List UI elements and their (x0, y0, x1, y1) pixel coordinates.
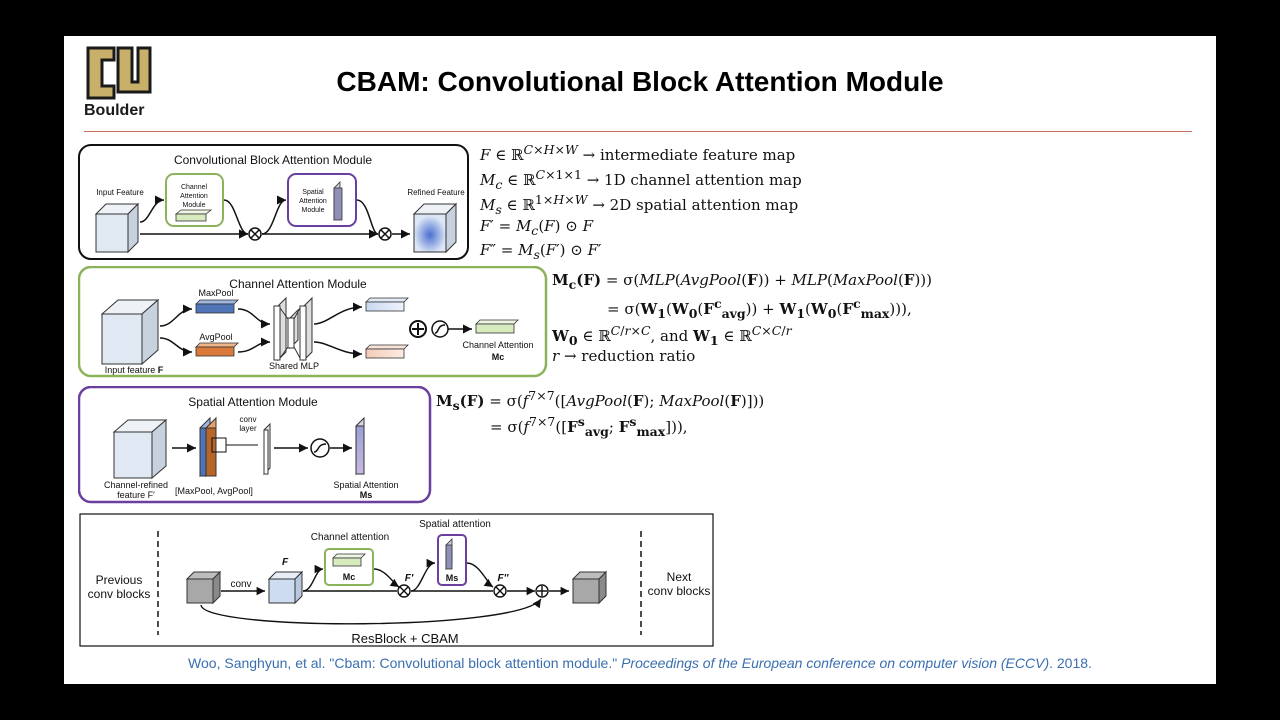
channel-attention-label: Channel attention (311, 532, 389, 543)
fpp-label: F″ (498, 573, 510, 584)
cbam-channel-label-3: Module (183, 202, 206, 209)
fp-label: F′ (405, 573, 414, 584)
channel-attention-bar (174, 209, 213, 222)
cbam-channel-label-1: Channel (181, 184, 208, 191)
output-block-cube (571, 570, 608, 605)
cbam-channel-label-2: Attention (180, 193, 208, 200)
eq-spatial-attention-1: Ms(F) = σ(f7×7([AvgPool(F); MaxPool(F)])… (436, 388, 765, 413)
channel-panel-title: Channel Attention Module (229, 277, 367, 291)
conv-output-slab (263, 422, 271, 476)
input-feature-cube (94, 202, 140, 254)
slide: Boulder CBAM: Convolutional Block Attent… (64, 36, 1216, 684)
citation: Woo, Sanghyun, et al. "Cbam: Convolution… (64, 655, 1216, 671)
cbam-spatial-label-2: Attention (299, 198, 327, 205)
pooled-feature-slabs (199, 416, 258, 478)
eq-spatial-attention-2: = σ(f7×7([Fsavg; Fsmax])), (490, 414, 688, 439)
spatial-output-symbol: Ms (360, 490, 373, 500)
next-blocks-label-2: conv blocks (648, 584, 711, 598)
maxpool-bar (195, 299, 239, 314)
spatial-input-label-1: Channel-refined (104, 480, 168, 490)
spatial-input-cube (112, 418, 168, 480)
channel-attention-panel: Channel Attention Module Input feature F… (78, 266, 548, 378)
channel-attention-bar (332, 553, 366, 567)
spatial-attention-label: Spatial attention (419, 519, 491, 530)
spatial-input-label-2: feature F′ (117, 490, 155, 500)
spatial-attention-panel: Spatial Attention Module Channel-refined… (78, 386, 432, 504)
spatial-attention-slab (333, 181, 343, 221)
avgpool-bar (195, 342, 239, 357)
citation-venue: Proceedings of the European conference o… (621, 655, 1050, 671)
mlp-output-bar-pink (365, 344, 409, 359)
spatial-panel-title: Spatial Attention Module (188, 395, 318, 409)
conv-layer-label-2: layer (239, 424, 257, 433)
resblock-cbam-panel: Previous conv blocks Next conv blocks co… (79, 513, 714, 647)
cbam-spatial-label-3: Module (302, 207, 325, 214)
ms-label: Ms (446, 573, 459, 583)
cbam-refined-label: Refined Feature (407, 188, 465, 197)
eq-feature-map-def: F ∈ ℝC×H×W → intermediate feature map (480, 142, 796, 164)
channel-attention-output-bar (475, 319, 519, 334)
mc-label: Mc (343, 572, 356, 582)
eq-weights-def: W0 ∈ ℝC/r×C, and W1 ∈ ℝC×C/r (552, 323, 792, 348)
feature-f-cube (267, 570, 304, 605)
channel-input-cube (100, 298, 160, 366)
eq-reduction-ratio: r → reduction ratio (552, 347, 696, 365)
conv-layer-label-1: conv (240, 415, 257, 424)
multiply-icon (493, 584, 507, 598)
eq-f-prime: F′ = Mc(F) ⊙ F (480, 217, 593, 238)
sigmoid-icon (431, 320, 449, 338)
cbam-overview-panel: Convolutional Block Attention Module Inp… (78, 144, 469, 260)
title-rule (84, 131, 1192, 132)
cbam-spatial-label-1: Spatial (302, 189, 324, 196)
spatial-attention-slab (445, 538, 453, 570)
eq-channel-map-def: Mc ∈ ℝC×1×1 → 1D channel attention map (480, 167, 802, 192)
avgpool-label: AvgPool (199, 332, 232, 342)
multiply-icon (248, 227, 262, 241)
spatial-attention-output-slab (355, 416, 365, 476)
next-blocks-label-1: Next (667, 570, 692, 584)
channel-output-label: Channel Attention (462, 340, 533, 350)
resblock-caption: ResBlock + CBAM (351, 631, 458, 646)
slide-title: CBAM: Convolutional Block Attention Modu… (336, 66, 944, 97)
eq-channel-attention-2: = σ(W1(W0(Fcavg)) + W1(W0(Fcmax))), (607, 296, 912, 321)
channel-output-symbol: Mc (492, 352, 505, 362)
plus-icon (535, 584, 549, 598)
multiply-icon (397, 584, 411, 598)
mlp-output-bar-blue (365, 297, 409, 312)
citation-year: . 2018. (1049, 655, 1092, 671)
cbam-input-label: Input Feature (96, 188, 144, 197)
citation-authors: Woo, Sanghyun, et al. "Cbam: Convolution… (188, 655, 622, 671)
conv-label: conv (230, 579, 251, 590)
input-block-cube (185, 570, 222, 605)
prev-blocks-label-1: Previous (96, 573, 143, 587)
eq-spatial-map-def: Ms ∈ ℝ1×H×W → 2D spatial attention map (480, 192, 799, 217)
maxpool-label: MaxPool (198, 288, 233, 298)
eq-channel-attention-1: Mc(F) = σ(MLP(AvgPool(F)) + MLP(MaxPool(… (552, 271, 933, 292)
plus-icon (409, 320, 427, 338)
shared-mlp-label: Shared MLP (269, 361, 319, 371)
logo-text: Boulder (84, 102, 145, 119)
sigmoid-icon (310, 438, 330, 458)
f-label: F (282, 557, 289, 568)
shared-mlp-icon (273, 296, 313, 362)
cbam-panel-title: Convolutional Block Attention Module (174, 153, 372, 167)
cu-logo (86, 46, 152, 100)
channel-input-label: Input feature F (105, 365, 164, 375)
pool-label: [MaxPool, AvgPool] (175, 486, 253, 496)
prev-blocks-label-2: conv blocks (88, 587, 151, 601)
refined-feature-cube (412, 202, 458, 254)
spatial-output-label: Spatial Attention (333, 480, 398, 490)
multiply-icon (378, 227, 392, 241)
eq-f-double-prime: F″ = Ms(F′) ⊙ F′ (480, 241, 602, 262)
